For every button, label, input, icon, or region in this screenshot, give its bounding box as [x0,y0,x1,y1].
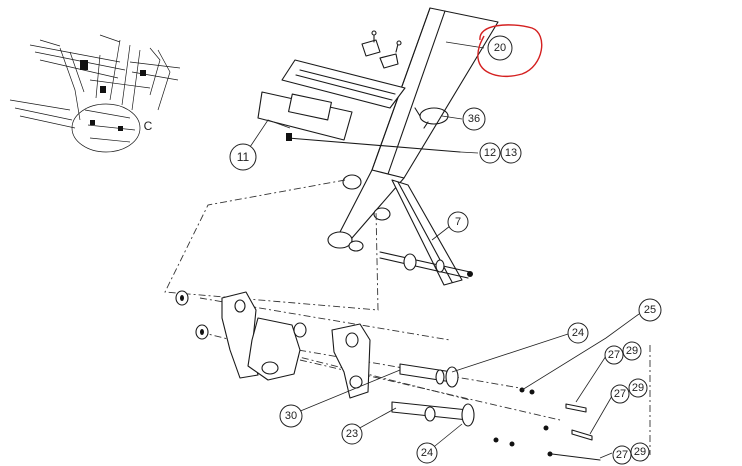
callout-24-upper: 24 [567,322,589,344]
svg-text:24: 24 [421,447,433,459]
callout-7: 7 [447,211,469,233]
svg-text:12: 12 [484,147,496,159]
callout-27-a: 27 [604,345,624,365]
svg-text:29: 29 [626,345,638,357]
red-highlight-mark [477,24,543,77]
svg-text:29: 29 [634,446,646,458]
part-11-bracket [257,59,406,141]
callout-29-c: 29 [630,442,650,462]
svg-text:11: 11 [237,150,250,164]
callout-30: 30 [279,404,303,428]
pin-24-upper [399,363,459,388]
detail-thumbnail: C [9,34,181,153]
callout-24-lower: 24 [416,442,438,464]
callout-27-b: 27 [610,384,630,404]
top-fasteners [361,30,402,69]
callout-13: 13 [500,142,522,164]
svg-text:29: 29 [632,382,644,394]
callout-23: 23 [341,423,363,445]
svg-text:7: 7 [455,216,461,228]
svg-text:24: 24 [572,327,584,339]
svg-text:25: 25 [644,304,656,316]
beam-pivots [327,174,391,252]
callout-29-a: 29 [622,341,642,361]
detail-view-letter: C [144,119,153,133]
small-hardware [493,387,601,461]
svg-text:20: 20 [494,42,506,54]
left-washers [175,290,209,340]
callout-36: 36 [462,107,486,131]
callout-29-b: 29 [628,378,648,398]
svg-text:27: 27 [616,449,628,461]
svg-text:27: 27 [608,349,620,361]
callout-11: 11 [229,143,257,171]
part-12-bolt [287,137,461,153]
svg-text:13: 13 [505,147,517,159]
callout-20: 20 [487,35,513,61]
right-bracket [331,323,371,399]
strut-axle [379,251,473,279]
callout-12: 12 [479,142,501,164]
callout-25: 25 [638,298,662,322]
svg-text:23: 23 [346,428,358,440]
svg-text:27: 27 [614,388,626,400]
svg-text:30: 30 [285,410,297,422]
callout-27-c: 27 [612,445,632,465]
link-plates [221,291,307,381]
svg-text:36: 36 [468,113,480,125]
part-7-strut [391,179,463,286]
pin-23-lower [391,401,475,427]
leader-lines [243,41,640,459]
